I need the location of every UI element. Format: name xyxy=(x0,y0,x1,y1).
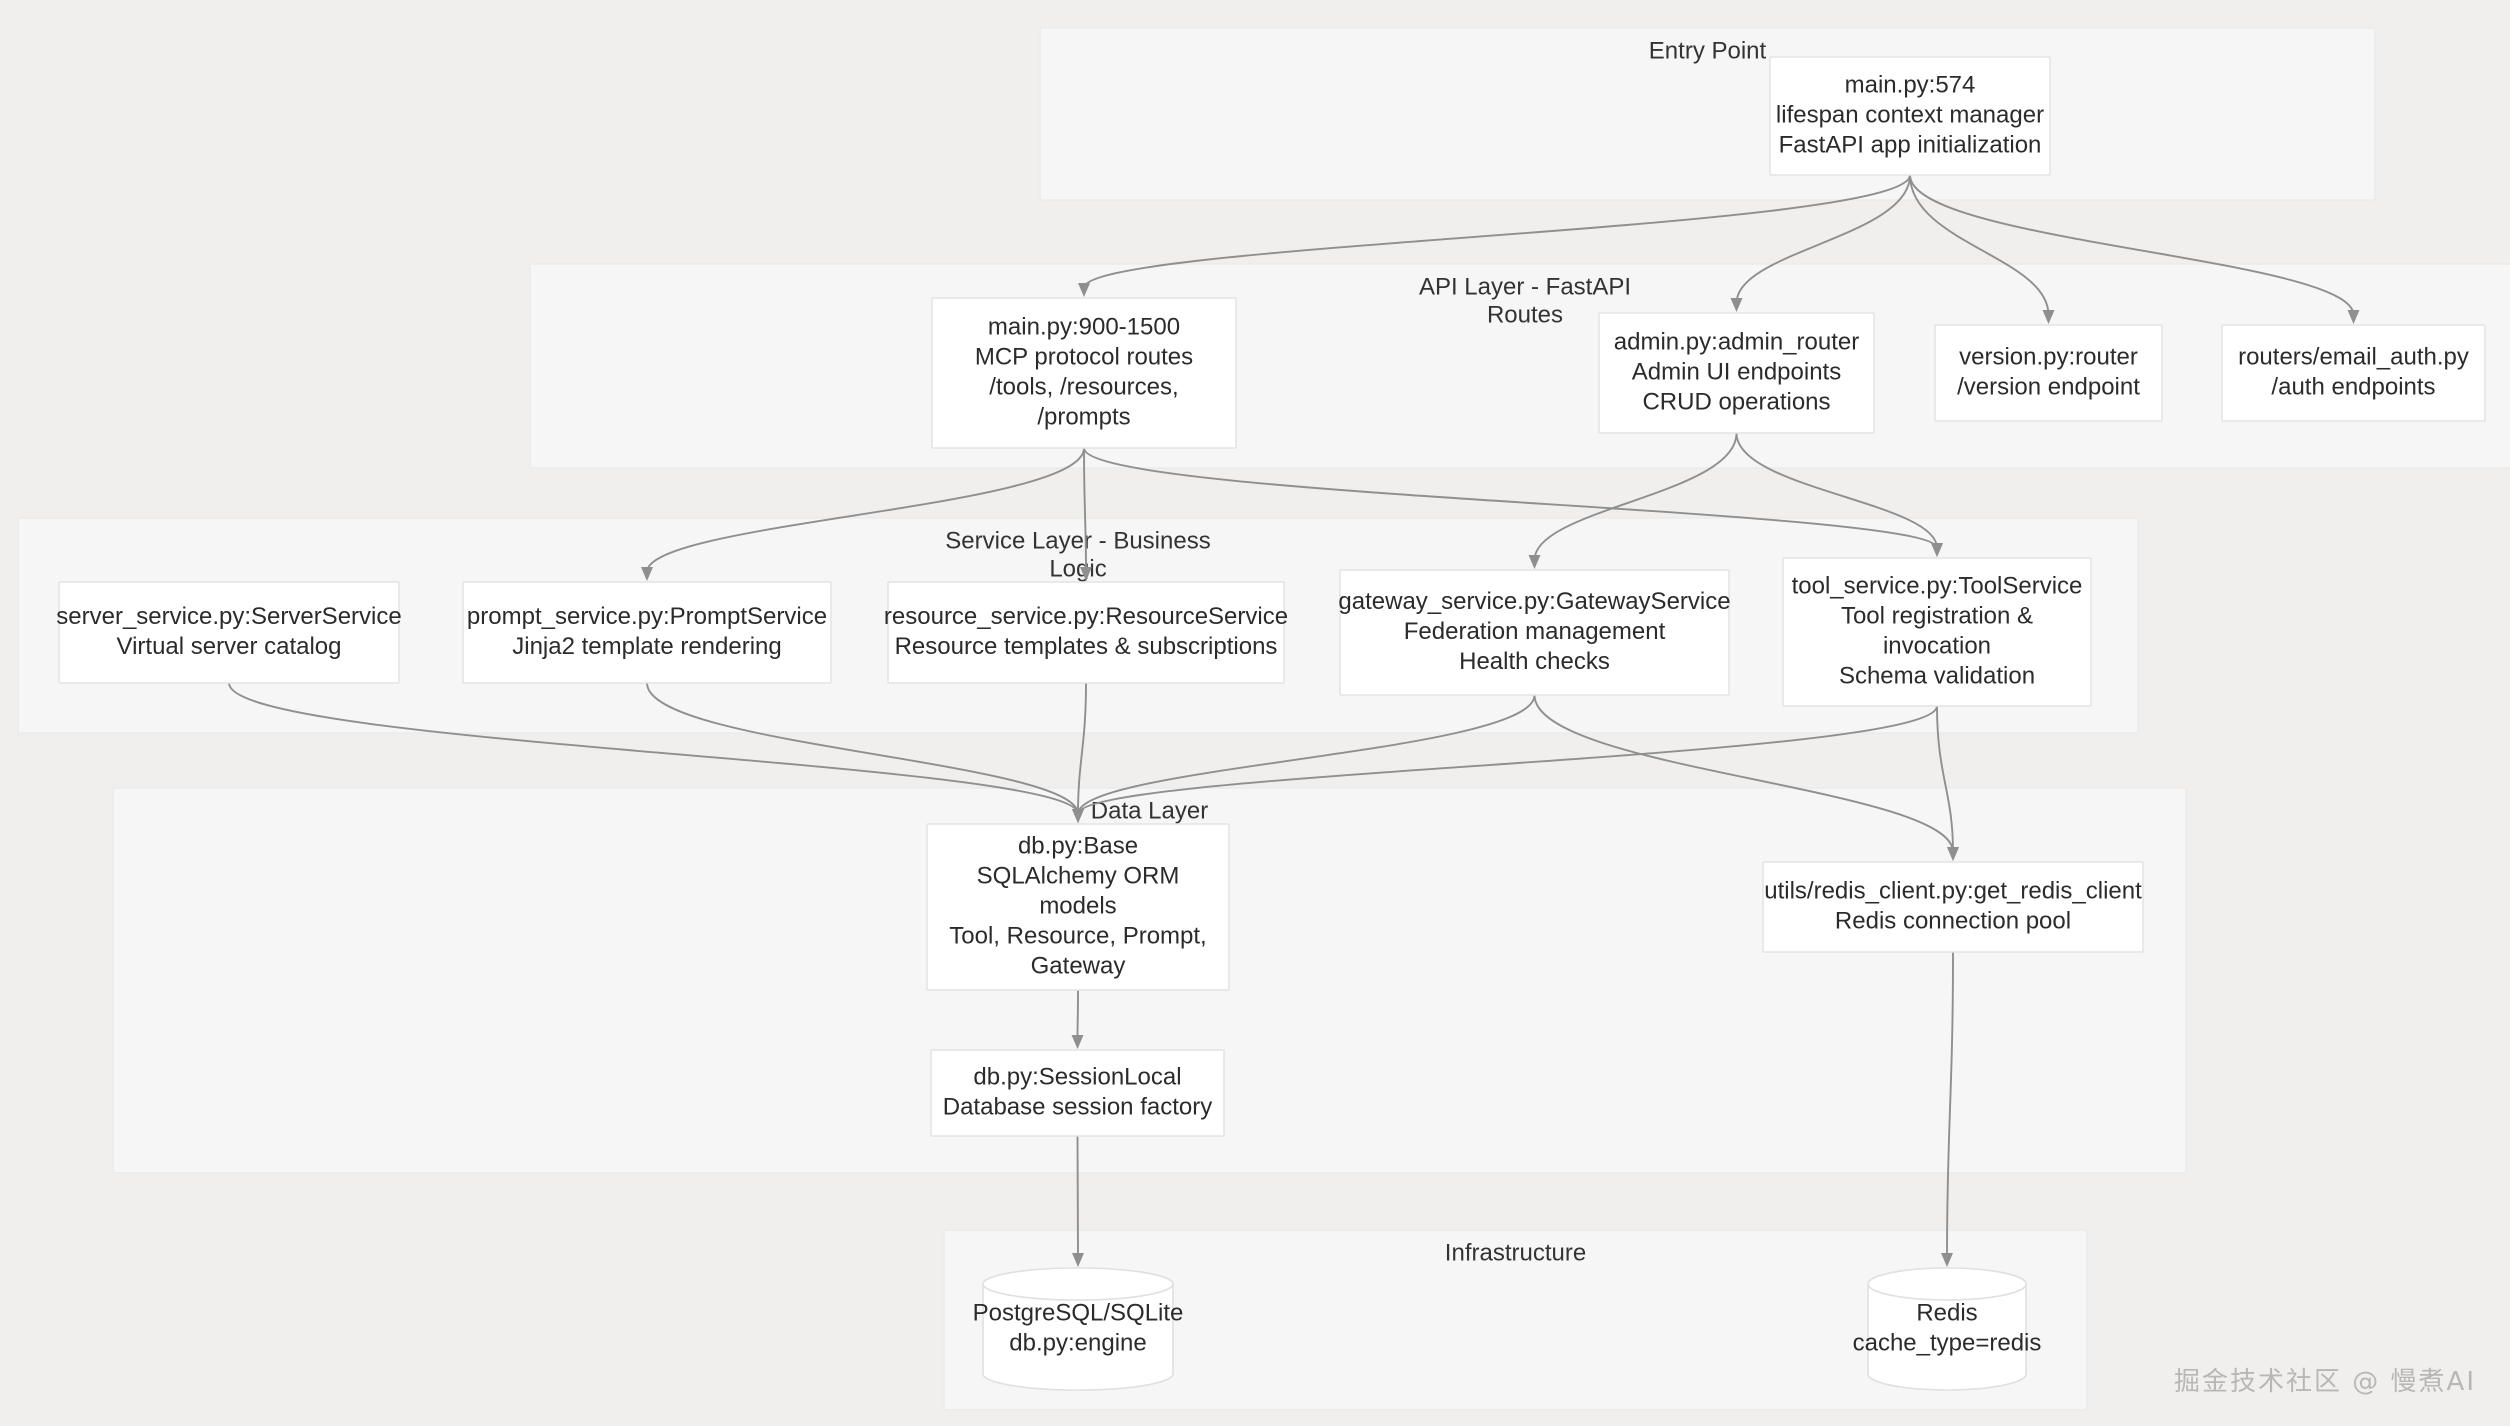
node-text-main_entry: lifespan context manager xyxy=(1776,101,2044,128)
node-text-session_local: db.py:SessionLocal xyxy=(973,1063,1181,1090)
node-resource_service[interactable]: resource_service.py:ResourceServiceResou… xyxy=(884,581,1288,684)
node-text-db_base: db.py:Base xyxy=(1018,832,1138,859)
cluster-label-entry: Entry Point xyxy=(1649,37,1767,64)
cluster-label-api: Routes xyxy=(1487,301,1563,328)
node-text-server_service: Virtual server catalog xyxy=(117,633,342,660)
edge-mcp_routes-to-prompt_service xyxy=(641,447,1085,581)
node-text-resource_service: resource_service.py:ResourceService xyxy=(884,603,1288,630)
cluster-label-data: Data Layer xyxy=(1091,797,1208,824)
node-main_entry[interactable]: main.py:574 lifespan context managerFastA… xyxy=(1769,56,2051,176)
node-text-postgres: PostgreSQL/SQLite xyxy=(973,1299,1184,1326)
node-version_router[interactable]: version.py:router/version endpoint xyxy=(1934,324,2163,422)
node-text-email_auth: routers/email_auth.py xyxy=(2238,343,2469,370)
node-gateway_service[interactable]: gateway_service.py:GatewayServiceFederat… xyxy=(1338,569,1731,696)
node-text-tool_service: tool_service.py:ToolService xyxy=(1792,572,2083,599)
node-redis_infra[interactable]: Redis cache_type=redis xyxy=(1853,1267,2042,1391)
node-text-email_auth: /auth endpoints xyxy=(2271,373,2435,400)
node-text-postgres: db.py:engine xyxy=(1009,1329,1146,1356)
node-text-main_entry: FastAPI app initialization xyxy=(1779,131,2042,158)
cluster-infra: Infrastructure xyxy=(943,1229,2088,1411)
node-text-session_local: Database session factory xyxy=(943,1093,1212,1120)
node-text-admin_router: CRUD operations xyxy=(1642,388,1830,415)
node-redis_client[interactable]: utils/redis_client.py:get_redis_clientRe… xyxy=(1762,861,2144,953)
node-text-resource_service: Resource templates & subscriptions xyxy=(895,633,1278,660)
node-text-db_base: Tool, Resource, Prompt, xyxy=(949,922,1206,949)
node-text-gateway_service: Federation management xyxy=(1404,618,1666,645)
cluster-entry: Entry Point xyxy=(1039,27,2376,201)
cluster-label-svc: Logic xyxy=(1049,555,1106,582)
node-text-redis_client: Redis connection pool xyxy=(1835,907,2071,934)
node-email_auth[interactable]: routers/email_auth.py/auth endpoints xyxy=(2221,324,2486,422)
edge-redis_client-to-redis_infra xyxy=(1941,951,1954,1267)
node-text-tool_service: Tool registration & xyxy=(1841,602,2033,629)
node-text-mcp_routes: MCP protocol routes xyxy=(975,343,1193,370)
cluster-label-api: API Layer - FastAPI xyxy=(1419,273,1631,300)
node-text-main_entry: main.py:574 xyxy=(1845,71,1976,98)
edge-main_entry-to-mcp_routes xyxy=(1078,174,1911,297)
edge-session_local-to-postgres xyxy=(1072,1135,1084,1267)
cluster-label-infra: Infrastructure xyxy=(1445,1239,1586,1266)
edge-admin_router-to-tool_service xyxy=(1735,432,1943,557)
edge-main_entry-to-version_router xyxy=(1909,174,2055,324)
edge-db_base-to-session_local xyxy=(1071,989,1084,1049)
node-text-version_router: /version endpoint xyxy=(1957,373,2140,400)
edge-tool_service-to-redis_client xyxy=(1936,705,1959,861)
node-text-version_router: version.py:router xyxy=(1959,343,2138,370)
node-text-admin_router: admin.py:admin_router xyxy=(1614,328,1859,355)
node-text-redis_infra: Redis xyxy=(1916,1299,1977,1326)
node-text-prompt_service: prompt_service.py:PromptService xyxy=(467,603,827,630)
node-text-db_base: models xyxy=(1039,892,1116,919)
node-postgres[interactable]: PostgreSQL/SQLite db.py:engine xyxy=(973,1267,1184,1391)
cluster-label-svc: Service Layer - Business xyxy=(945,527,1210,554)
edge-tool_service-to-db_base xyxy=(1072,705,1938,823)
node-text-mcp_routes: /prompts xyxy=(1037,403,1130,430)
node-text-gateway_service: Health checks xyxy=(1459,648,1610,675)
node-text-db_base: Gateway xyxy=(1031,952,1126,979)
node-text-redis_infra: cache_type=redis xyxy=(1853,1329,2042,1356)
node-text-mcp_routes: /tools, /resources, xyxy=(989,373,1178,400)
edge-mcp_routes-to-resource_service xyxy=(1080,447,1092,581)
node-text-redis_client: utils/redis_client.py:get_redis_client xyxy=(1764,877,2142,904)
node-text-admin_router: Admin UI endpoints xyxy=(1632,358,1841,385)
edge-main_entry-to-admin_router xyxy=(1730,174,1911,312)
node-text-server_service: server_service.py:ServerService xyxy=(56,603,401,630)
node-text-tool_service: invocation xyxy=(1883,632,1991,659)
node-text-gateway_service: gateway_service.py:GatewayService xyxy=(1338,588,1730,615)
node-text-prompt_service: Jinja2 template rendering xyxy=(512,633,782,660)
edge-main_entry-to-email_auth xyxy=(1909,174,2360,324)
node-text-tool_service: Schema validation xyxy=(1839,662,2035,689)
edge-admin_router-to-gateway_service xyxy=(1528,432,1738,569)
watermark: 掘金技术社区 @ 慢煮AI xyxy=(2174,1367,2476,1397)
node-text-mcp_routes: main.py:900-1500 xyxy=(988,313,1180,340)
node-text-db_base: SQLAlchemy ORM xyxy=(977,862,1180,889)
